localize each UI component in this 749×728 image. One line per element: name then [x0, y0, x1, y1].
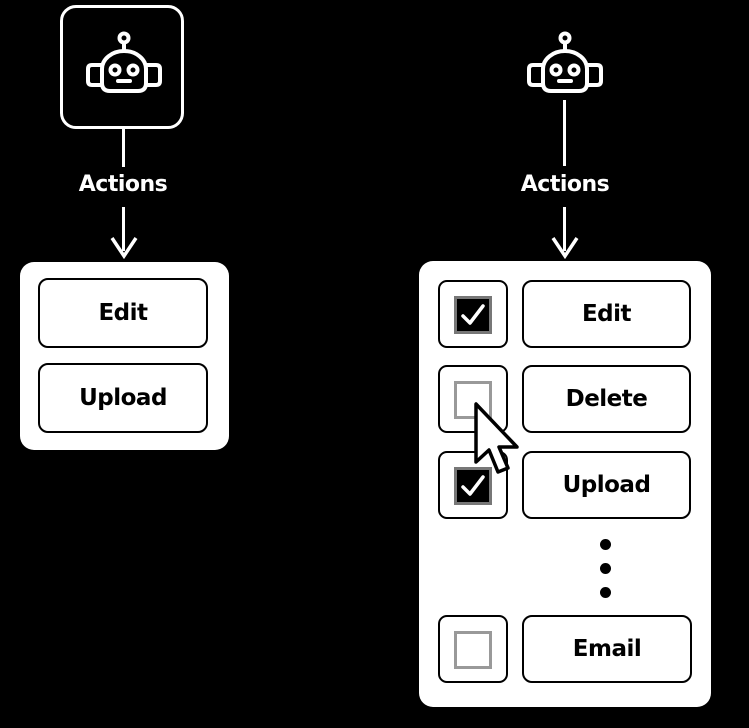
checkmark-icon — [461, 304, 485, 325]
edge-line-left-top — [122, 129, 125, 167]
robot-icon — [527, 31, 603, 93]
checkbox-cell-email — [438, 615, 508, 683]
checkbox-edit[interactable] — [454, 296, 492, 334]
checkbox-cell-delete — [438, 365, 508, 433]
action-button-edit[interactable]: Edit — [38, 278, 208, 348]
actions-panel-right: Edit Delete Upload Email — [419, 261, 711, 707]
action-button-delete[interactable]: Delete — [522, 365, 691, 433]
checkmark-icon — [461, 475, 485, 496]
vertical-ellipsis-icon — [600, 539, 611, 598]
checkbox-upload[interactable] — [454, 467, 492, 505]
edge-line-right-bottom — [563, 207, 566, 251]
checkbox-email[interactable] — [454, 631, 492, 669]
edge-line-left-bottom — [122, 207, 125, 251]
actions-panel-left: Edit Upload — [20, 262, 229, 450]
action-button-edit[interactable]: Edit — [522, 280, 691, 348]
edge-label-left: Actions — [78, 172, 168, 197]
edge-label-right: Actions — [520, 172, 610, 197]
arrowhead-icon — [110, 237, 138, 260]
action-button-upload[interactable]: Upload — [522, 451, 691, 519]
checkbox-cell-upload — [438, 451, 508, 519]
action-button-upload[interactable]: Upload — [38, 363, 208, 433]
checkbox-delete[interactable] — [454, 381, 492, 419]
robot-icon — [86, 31, 162, 93]
arrowhead-icon — [551, 237, 579, 260]
mouse-cursor-icon — [474, 402, 519, 474]
agent-node-left — [60, 5, 184, 129]
action-button-email[interactable]: Email — [522, 615, 692, 683]
checkbox-cell-edit — [438, 280, 508, 348]
edge-line-right-top — [563, 100, 566, 166]
